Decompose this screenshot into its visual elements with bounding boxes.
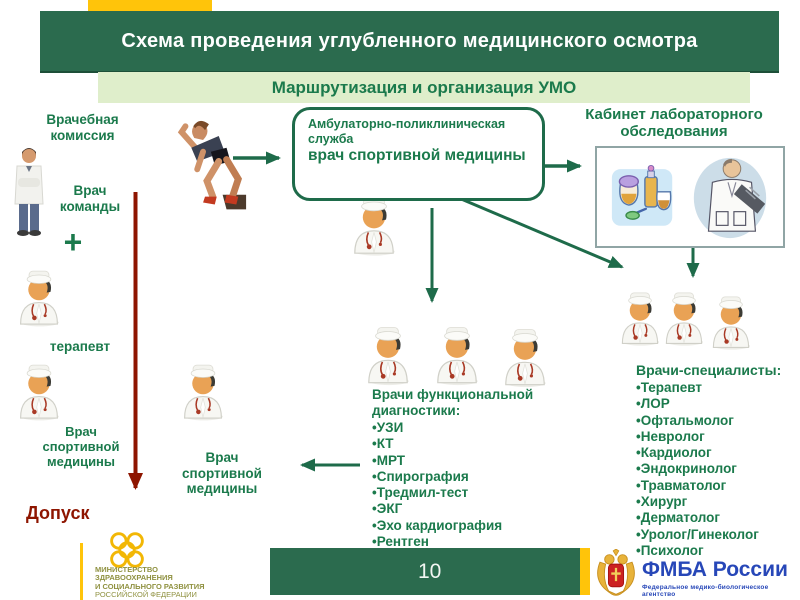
lab-cabinet-title: Кабинет лабораторного обследования [585, 106, 763, 140]
clinic-doctor-label: врач спортивной медицины [308, 147, 526, 164]
outpatient-clinic-box: Амбулаторно-поликлиническая служба врач … [292, 107, 545, 201]
footer-accent-strip [580, 548, 590, 595]
list-item: •Хирург [636, 494, 688, 510]
sports-medicine-doctor-label: Врач спортивной медицины [42, 424, 120, 469]
list-item: •УЗИ [372, 420, 404, 435]
list-item: •Психолог [636, 542, 704, 558]
clinic-doctor-icon [350, 194, 398, 258]
athlete-sprinter-icon [162, 108, 250, 212]
list-item: •Терапевт [636, 380, 702, 395]
ministry-line-1: МИНИСТЕРСТВО [95, 565, 158, 574]
list-item: •Рентген [372, 534, 429, 550]
xray-doctor-icon [690, 153, 770, 241]
list-item: •Кардиолог [636, 445, 712, 461]
lab-cabinet-box [595, 146, 785, 248]
slide-title: Схема проведения углубленного медицинско… [121, 29, 698, 52]
functional-diagnostics-title: Врачи функциональной диагностики: [372, 387, 534, 418]
plus-sign: + [63, 224, 83, 260]
specialist-doctor-icon-3 [709, 293, 753, 352]
therapist-label: терапевт [49, 339, 111, 354]
list-item: •Спирография [372, 468, 469, 484]
list-item: •Дерматолог [636, 510, 721, 526]
functional-doctor-icon-1 [364, 325, 412, 386]
list-item: •Эндокринолог [636, 461, 737, 477]
ministry-line-3: И СОЦИАЛЬНОГО РАЗВИТИЯ [95, 581, 205, 591]
list-item: •Тредмил-тест [372, 485, 469, 501]
team-doctor-label: Врач команды [59, 183, 121, 214]
subtitle-bar: Маршрутизация и организация УМО [98, 72, 750, 103]
fmba-eagle-icon [592, 549, 640, 600]
slide-header: Схема проведения углубленного медицинско… [40, 11, 779, 73]
list-item: •Травматолог [636, 477, 727, 493]
ministry-line-4: РОССИЙСКОЙ ФЕДЕРАЦИИ [95, 589, 197, 599]
medical-commission-label: Врачебная комиссия [46, 112, 119, 143]
lab-bottles-icon [610, 161, 676, 233]
list-item: •ЛОР [636, 396, 670, 412]
page-number: 10 [418, 559, 442, 583]
fmba-title: ФМБА России [642, 558, 788, 581]
functional-diagnostics-list: •УЗИ•КТ•МРТ•Спирография•Тредмил-тест•ЭКГ… [372, 420, 502, 550]
footer-accent-line [80, 543, 83, 600]
center-sports-doctor-label: Врач спортивной медицины [182, 450, 262, 496]
list-item: •КТ [372, 436, 394, 452]
specialists-title: Врачи-специалисты: [636, 362, 782, 378]
therapist-doctor-icon [16, 268, 62, 328]
center-sports-doctor-icon [180, 361, 226, 423]
list-item: •ЭКГ [372, 501, 403, 517]
list-item: •Офтальмолог [636, 412, 734, 428]
list-item: •Уролог/Гинеколог [636, 526, 759, 542]
page-number-bar: 10 [270, 548, 580, 595]
ministry-line-2: ЗДРАВООХРАНЕНИЯ [95, 573, 173, 583]
specialists-list: •Терапевт•ЛОР•Офтальмолог•Невролог•Карди… [636, 380, 759, 559]
functional-doctor-icon-2 [433, 325, 481, 386]
functional-doctor-icon-3 [501, 327, 549, 388]
ministry-logo-icon [102, 531, 152, 569]
doctor-photo-icon [12, 146, 46, 238]
slide-subtitle: Маршрутизация и организация УМО [271, 77, 577, 97]
fmba-subtitle: Федеральное медико-биологическое агентст… [642, 584, 769, 598]
list-item: •Невролог [636, 428, 705, 444]
list-item: •МРТ [372, 452, 406, 468]
list-item: •Эхо кардиография [372, 517, 503, 533]
admission-label: Допуск [26, 503, 90, 523]
ministry-caption: МИНИСТЕРСТВО ЗДРАВООХРАНЕНИЯ И СОЦИАЛЬНО… [95, 565, 265, 599]
sports-doctor-icon [16, 361, 62, 423]
specialist-doctor-icon-1 [618, 289, 662, 348]
specialist-doctor-icon-2 [662, 289, 706, 348]
clinic-service-label: Амбулаторно-поликлиническая служба [308, 117, 506, 146]
top-accent-tab [88, 0, 212, 11]
